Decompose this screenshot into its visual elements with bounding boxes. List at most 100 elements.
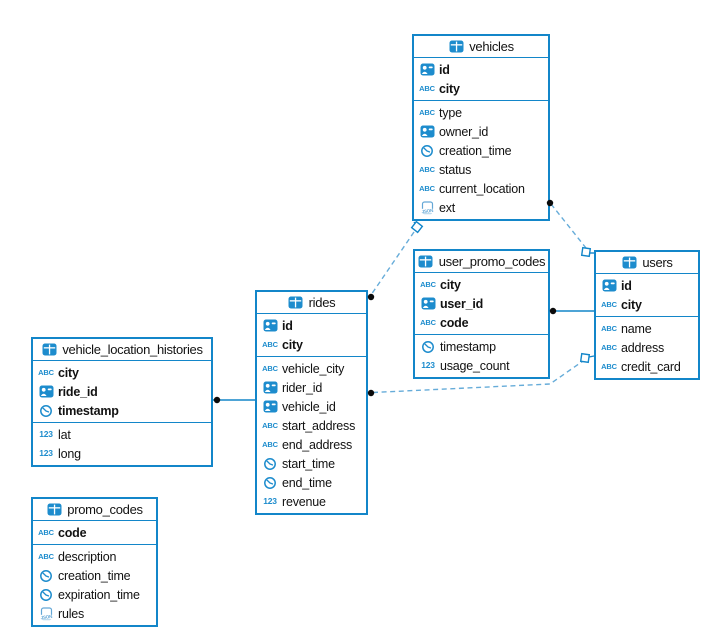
column-ride_id[interactable]: ride_id bbox=[33, 382, 211, 401]
table-title: promo_codes bbox=[67, 502, 143, 517]
column-credit_card[interactable]: ABC credit_card bbox=[596, 357, 698, 376]
table-header[interactable]: vehicle_location_histories bbox=[33, 339, 211, 361]
column-rider_id[interactable]: rider_id bbox=[257, 378, 366, 397]
column-creation_time[interactable]: creation_time bbox=[414, 141, 548, 160]
column-name: city bbox=[621, 297, 642, 312]
id-badge-icon bbox=[419, 125, 435, 138]
abc-text-icon: ABC bbox=[601, 323, 617, 333]
column-name: timestamp bbox=[440, 339, 496, 354]
column-start_time[interactable]: start_time bbox=[257, 454, 366, 473]
column-name: revenue bbox=[282, 494, 326, 509]
abc-text-icon: ABC bbox=[262, 420, 278, 430]
column-name: start_address bbox=[282, 418, 356, 433]
table-header[interactable]: rides bbox=[257, 292, 366, 314]
table-header[interactable]: vehicles bbox=[414, 36, 548, 58]
table-header[interactable]: user_promo_codes bbox=[415, 251, 548, 273]
abc-text-icon: ABC bbox=[419, 107, 435, 117]
svg-text:JSON: JSON bbox=[421, 207, 434, 213]
relationship-user-promo-codes-users[interactable] bbox=[549, 307, 594, 315]
relationship-endpoint-dot bbox=[367, 389, 375, 397]
relationship-vehicle-location-histories-rides[interactable] bbox=[213, 396, 255, 404]
column-name: end_address bbox=[282, 437, 353, 452]
column-city[interactable]: ABC city bbox=[596, 295, 698, 314]
clock-icon bbox=[38, 404, 54, 418]
column-type[interactable]: ABC type bbox=[414, 103, 548, 122]
clock-icon bbox=[419, 144, 435, 158]
column-creation_time[interactable]: creation_time bbox=[33, 566, 156, 585]
column-vehicle_id[interactable]: vehicle_id bbox=[257, 397, 366, 416]
id-badge-icon bbox=[262, 400, 278, 413]
column-id[interactable]: id bbox=[257, 316, 366, 335]
table-header[interactable]: promo_codes bbox=[33, 499, 156, 521]
column-name: address bbox=[621, 340, 665, 355]
column-name: usage_count bbox=[440, 358, 510, 373]
column-end_time[interactable]: end_time bbox=[257, 473, 366, 492]
column-user_id[interactable]: user_id bbox=[415, 294, 548, 313]
column-name: lat bbox=[58, 427, 71, 442]
abc-text-icon: ABC bbox=[419, 83, 435, 93]
table-title: users bbox=[642, 255, 673, 270]
column-start_address[interactable]: ABC start_address bbox=[257, 416, 366, 435]
column-name: city bbox=[282, 337, 303, 352]
relationship-vehicles-users[interactable] bbox=[546, 199, 594, 258]
relationship-endpoint-square bbox=[410, 220, 424, 234]
table-grid-icon bbox=[41, 343, 57, 356]
column-owner_id[interactable]: owner_id bbox=[414, 122, 548, 141]
column-name: ext bbox=[439, 200, 456, 215]
id-badge-icon bbox=[420, 297, 436, 310]
column-timestamp[interactable]: timestamp bbox=[33, 401, 211, 420]
abc-text-icon: ABC bbox=[262, 363, 278, 373]
column-name: city bbox=[440, 277, 461, 292]
clock-icon bbox=[38, 588, 54, 602]
relationship-endpoint-dot bbox=[213, 396, 221, 404]
abc-text-icon: ABC bbox=[38, 527, 54, 537]
abc-text-icon: ABC bbox=[601, 299, 617, 309]
column-timestamp[interactable]: timestamp bbox=[415, 337, 548, 356]
column-id[interactable]: id bbox=[596, 276, 698, 295]
column-name: id bbox=[439, 62, 450, 77]
column-name: type bbox=[439, 105, 462, 120]
column-name: credit_card bbox=[621, 359, 681, 374]
abc-text-icon: ABC bbox=[419, 183, 435, 193]
table-title: vehicles bbox=[469, 39, 514, 54]
column-id[interactable]: id bbox=[414, 60, 548, 79]
column-ext[interactable]: JSON ext bbox=[414, 198, 548, 217]
column-name: timestamp bbox=[58, 403, 119, 418]
table-grid-icon bbox=[621, 256, 637, 269]
table-header[interactable]: users bbox=[596, 252, 698, 274]
abc-text-icon: ABC bbox=[601, 361, 617, 371]
column-name: vehicle_id bbox=[282, 399, 336, 414]
column-expiration_time[interactable]: expiration_time bbox=[33, 585, 156, 604]
clock-icon bbox=[420, 340, 436, 354]
table-grid-icon bbox=[288, 296, 304, 309]
